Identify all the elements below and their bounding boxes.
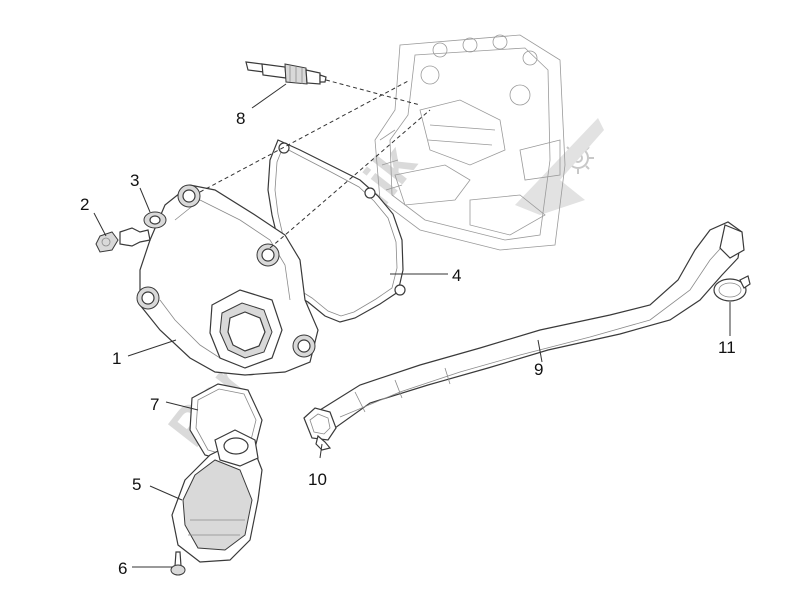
callouts: 1 2 3 4 5 6 7 8 9 10 11 — [80, 109, 736, 578]
callout-2: 2 — [80, 195, 89, 214]
callout-5: 5 — [132, 475, 141, 494]
callout-4: 4 — [452, 266, 461, 285]
callout-7: 7 — [150, 395, 159, 414]
washer — [143, 211, 167, 229]
breather-hose — [319, 221, 745, 429]
valve-cover — [136, 184, 319, 376]
callout-1: 1 — [112, 349, 121, 368]
assembly-lines — [199, 79, 431, 249]
callout-leaders — [93, 83, 731, 568]
callout-11: 11 — [718, 338, 736, 357]
spark-plug — [245, 61, 327, 85]
hose-clamp-lower — [303, 407, 337, 451]
watermark-flag — [515, 118, 604, 215]
screw — [170, 551, 186, 576]
hose-clamp-upper — [713, 275, 751, 302]
callout-6: 6 — [118, 559, 127, 578]
callout-10: 10 — [308, 470, 327, 489]
bolt — [95, 227, 151, 253]
cylinder-head-background — [374, 34, 566, 251]
callout-8: 8 — [236, 109, 245, 128]
callout-9: 9 — [534, 360, 543, 379]
breather-cover — [171, 429, 263, 563]
callout-3: 3 — [130, 171, 139, 190]
